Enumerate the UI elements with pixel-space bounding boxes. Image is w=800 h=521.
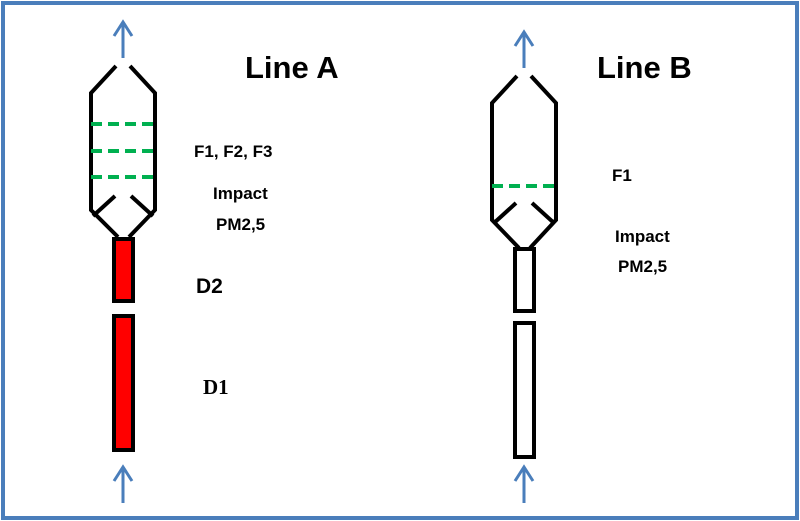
line-b-impactor [492, 201, 556, 225]
line-b-filter-holder [490, 74, 558, 250]
line-a-denuder-d2 [112, 237, 135, 303]
line-a-filters [91, 122, 155, 179]
line-a-title: Line A [245, 50, 339, 85]
line-a-impactor [91, 194, 155, 218]
line-b-outlet-arrow [513, 29, 535, 68]
line-b-impact-label: Impact [615, 227, 670, 246]
line-a-filters-label: F1, F2, F3 [194, 142, 273, 161]
line-a-impact-label: Impact [213, 184, 268, 203]
line-a-outlet-arrow [112, 19, 134, 58]
line-a-denuder-d1 [112, 314, 135, 452]
line-b-title: Line B [597, 50, 692, 85]
line-b-tube-upper [513, 247, 536, 313]
line-b-inlet-arrow [513, 464, 535, 503]
line-a-pm-label: PM2,5 [216, 215, 266, 234]
line-b-tube-lower [513, 321, 536, 459]
line-b-pm-label: PM2,5 [618, 257, 668, 276]
line-a-inlet-arrow [112, 464, 134, 503]
line-b-sampler [490, 29, 558, 503]
line-b-filters-label: F1 [612, 166, 632, 185]
line-a-d2-label: D2 [196, 275, 223, 298]
line-a-sampler [89, 19, 157, 503]
line-a-d1-label: D1 [203, 375, 229, 399]
